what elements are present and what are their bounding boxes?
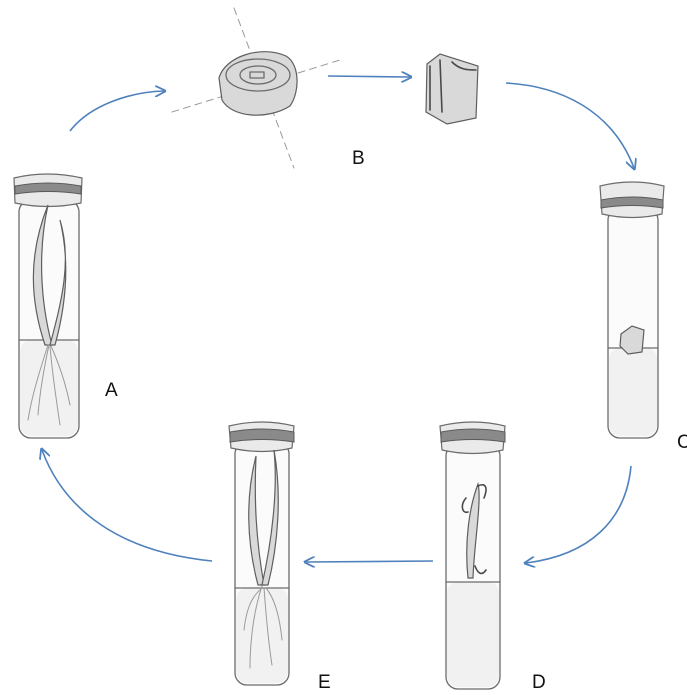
tube-e-medium [236,588,288,683]
arrow-a-to-b [70,91,164,131]
label-b: B [352,148,365,169]
label-e: E [318,672,331,693]
label-d: D [532,672,546,693]
arrow-c-to-d [526,466,631,563]
arrow-d-to-e [306,561,433,562]
arrow-b-to-piece [328,76,410,77]
tube-a [14,174,82,438]
tube-d [440,422,505,689]
explant-piece-body [426,54,478,124]
label-c: C [677,432,687,453]
tube-d-medium [447,582,499,687]
tube-c [600,182,664,438]
arrow-e-to-a [42,450,212,561]
tube-a-medium [20,340,78,436]
explant-bulb [172,8,340,168]
tube-c-medium [609,348,657,436]
explant-piece [426,54,478,124]
tube-e [229,422,294,685]
label-a: A [105,380,118,401]
arrow-piece-to-c [506,83,634,168]
